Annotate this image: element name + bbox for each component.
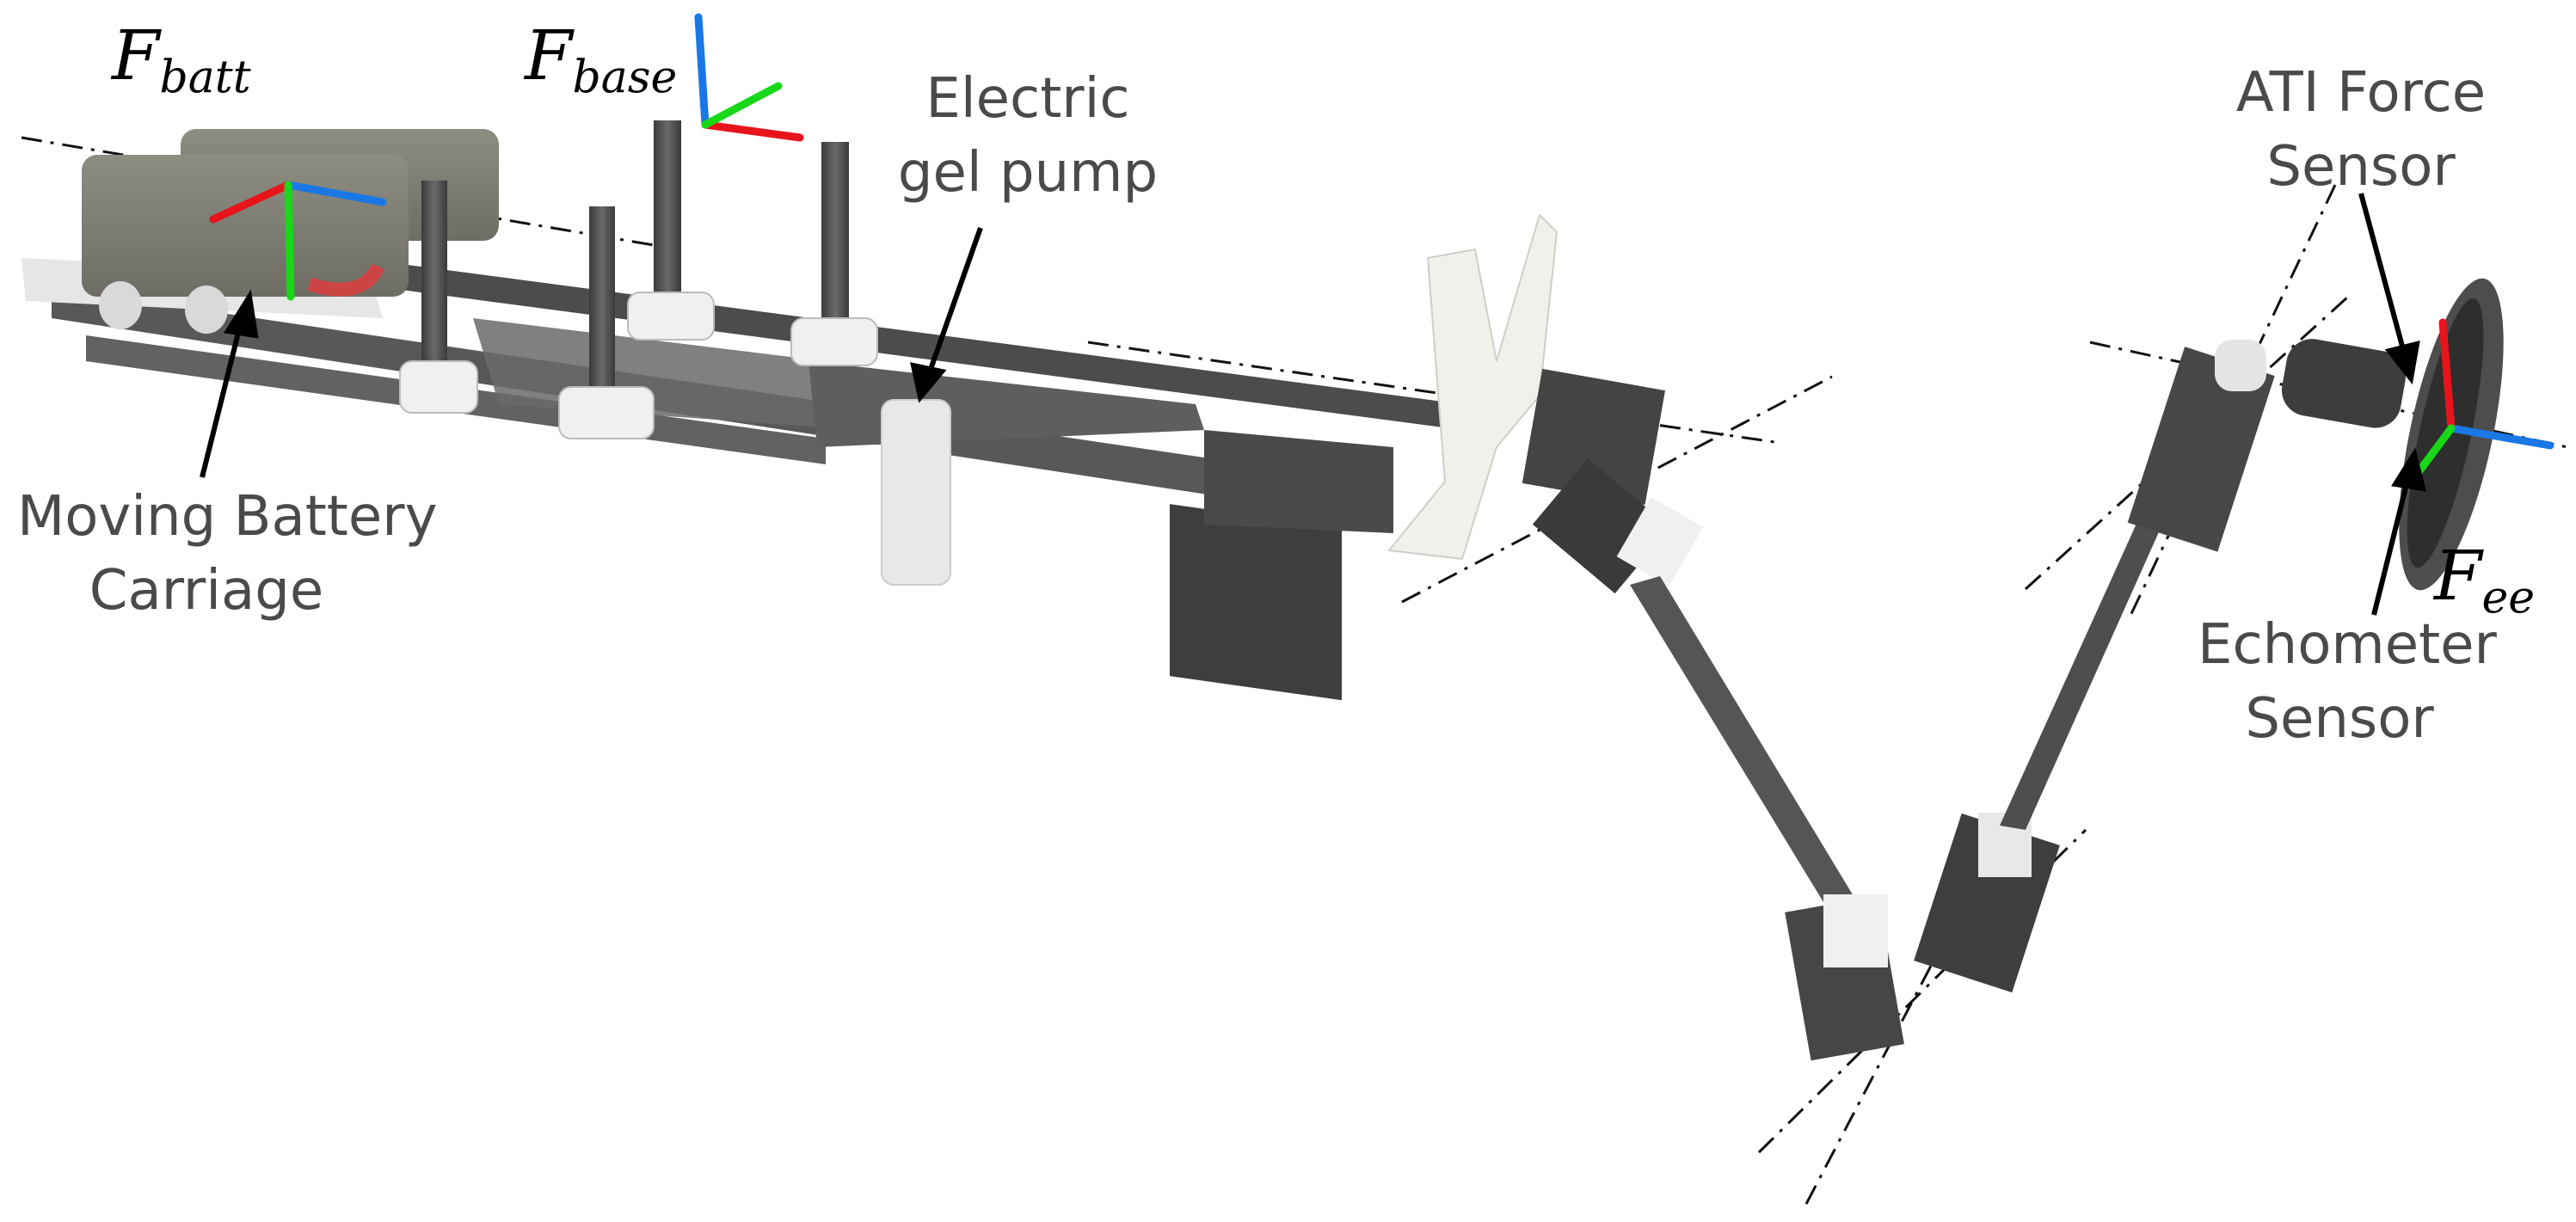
arm-link-1 xyxy=(1630,576,1871,937)
frame-symbol: F xyxy=(2434,536,2482,616)
elbow-joint-1 xyxy=(1522,368,1704,594)
post-mounts xyxy=(399,292,878,439)
shoulder-bracket xyxy=(1387,213,1559,561)
frame-subscript: ee xyxy=(2481,572,2536,624)
base-platform xyxy=(52,245,1462,701)
force-sensor-body xyxy=(2281,339,2406,428)
arrow-echometer xyxy=(2371,476,2411,616)
elbow-joint-2 xyxy=(1785,813,2060,1061)
vertical-posts xyxy=(421,120,849,439)
red-handle xyxy=(307,262,385,297)
label-echometer-sensor: Echometer Sensor xyxy=(2198,613,2497,751)
arrow-ati xyxy=(2358,193,2407,353)
arrow-battery xyxy=(200,322,243,478)
axis-line-joint1 xyxy=(1087,341,1781,445)
frame-symbol: F xyxy=(112,15,160,95)
servo-1 xyxy=(1616,496,1704,587)
post-3 xyxy=(654,120,681,318)
label-gel-pump: Electric gel pump xyxy=(897,67,1159,205)
frame-symbol: F xyxy=(525,15,573,95)
arrow-pump xyxy=(926,227,983,375)
frame-label-ee: Fee xyxy=(2434,537,2535,637)
label-ati-force-sensor: ATI Force Sensor xyxy=(2235,61,2487,199)
wrist-cap xyxy=(2215,340,2266,391)
frame-label-base: Fbase xyxy=(525,17,677,117)
callout-arrows xyxy=(200,193,2427,616)
post-4 xyxy=(821,142,849,331)
frame-subscript: base xyxy=(572,52,678,104)
motor-housing xyxy=(1170,504,1342,701)
post-1 xyxy=(421,181,447,378)
gel-pump-body xyxy=(881,399,951,586)
label-battery-carriage: Moving Battery Carriage xyxy=(17,485,438,623)
wheel-left xyxy=(99,281,142,329)
rear-clamp xyxy=(1204,430,1393,533)
frame-subscript: batt xyxy=(159,52,251,104)
wheel-right xyxy=(185,286,228,334)
frame-label-batt: Fbatt xyxy=(112,17,251,117)
battery-front xyxy=(82,155,409,297)
servo-2 xyxy=(1823,894,1888,967)
frame-axes-base xyxy=(694,13,804,142)
frame-axes-batt xyxy=(209,181,387,301)
